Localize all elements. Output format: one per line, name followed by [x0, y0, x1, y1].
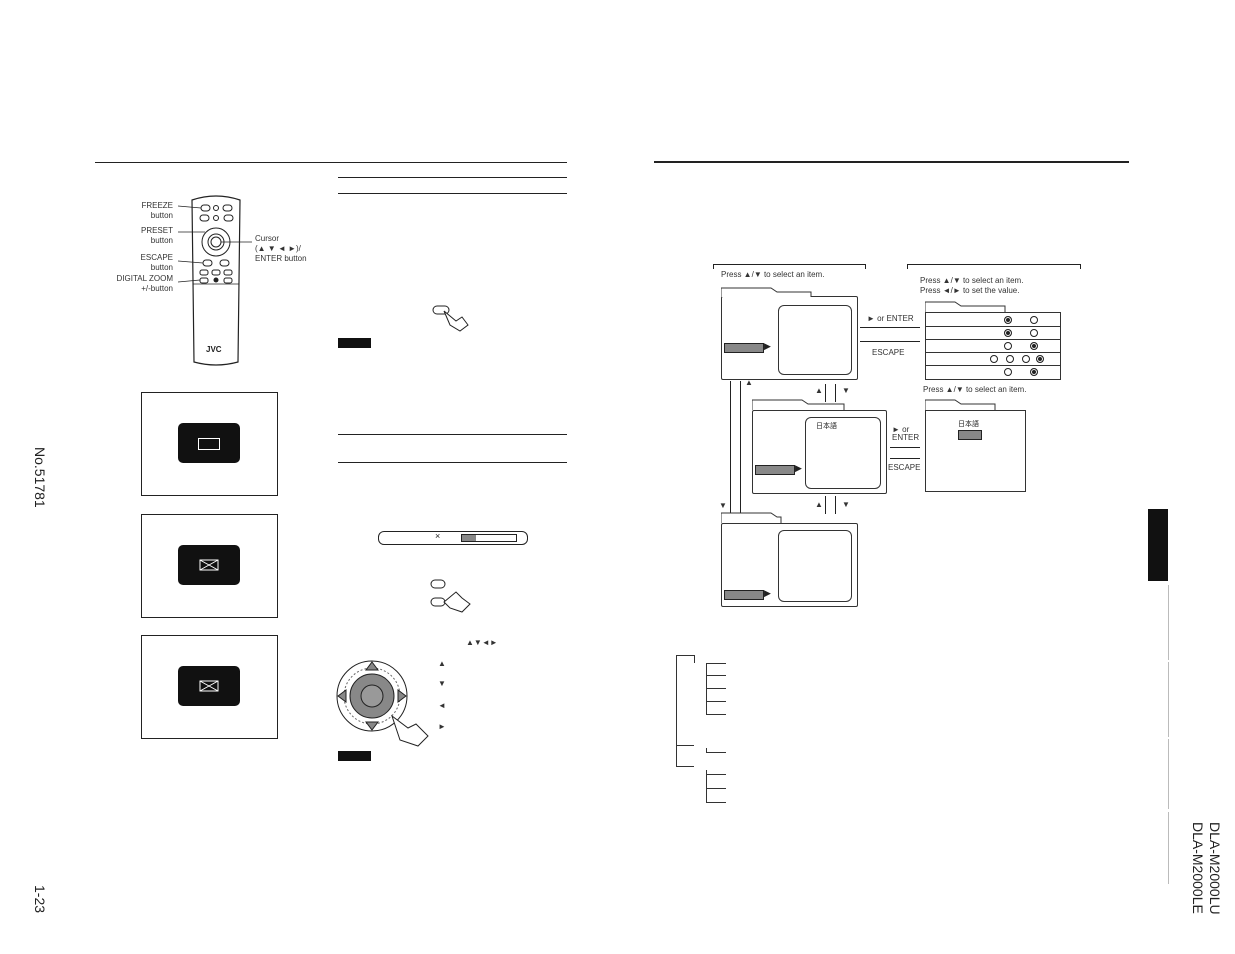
- left-instruction: Press ▲/▼ to select an item.: [721, 270, 825, 279]
- sub-menu-1-tab: [925, 301, 1006, 312]
- note-label-bar-1: [338, 338, 371, 348]
- zoom-level-fill: [462, 535, 476, 541]
- right-instruction-1: Press ▲/▼ to select an item.: [920, 276, 1024, 285]
- right-col-rule-2: [338, 193, 567, 194]
- enter-label-2a: ► or: [892, 425, 910, 434]
- on-screen-panel-2: [178, 545, 240, 585]
- doc-number: No.51781: [32, 447, 48, 508]
- menu-window-3: ▶: [721, 523, 858, 607]
- cursor-down-item: ▼: [438, 679, 446, 688]
- sub-menu-1: [925, 312, 1061, 380]
- tree-root-1: [676, 655, 694, 656]
- on-screen-panel-1: [178, 423, 240, 463]
- model-name-2: DLA-M2000LE: [1190, 822, 1206, 914]
- sub-menu-2: 日本語: [925, 410, 1026, 492]
- zoom-level-track: [461, 534, 517, 542]
- menu-window-1-tab: [721, 287, 812, 297]
- left-top-rule: [95, 162, 567, 163]
- nav-up-arrow-left: ▲: [745, 378, 753, 387]
- menu-1-selected-item: [724, 343, 764, 353]
- nav-up-arrow-1: ▲: [815, 386, 823, 395]
- enter-arrow-1: [860, 327, 920, 328]
- cursor-left-item: ◄: [438, 701, 446, 710]
- page-number: 1-23: [32, 885, 48, 914]
- menu-3-selected-item: [724, 590, 764, 600]
- right-col-rule-4: [338, 462, 567, 463]
- cursor-heading-arrows: ▲▼◄►: [466, 638, 498, 647]
- model-name-1: DLA-M2000LU: [1207, 822, 1223, 915]
- right-top-rule: [654, 161, 1129, 163]
- menu-2-selected-item: [755, 465, 795, 475]
- right-col-rule-1: [338, 177, 567, 178]
- screen-diagram-2: [141, 514, 278, 618]
- on-screen-panel-3: [178, 666, 240, 706]
- remote-control-illustration: [110, 192, 320, 372]
- note-label-bar-2: [338, 751, 371, 761]
- right-bracket: [907, 264, 1081, 269]
- enter-label-1: ► or ENTER: [867, 314, 914, 323]
- menu-window-2: 日本語 ▶: [752, 410, 887, 494]
- screen-diagram-1: [141, 392, 278, 496]
- hand-press-icon-1: [432, 303, 472, 338]
- tree-leaf-4: [706, 714, 726, 715]
- language-label-1: 日本語: [816, 423, 837, 430]
- zoom-level-bar: ×: [378, 531, 528, 545]
- escape-label-2: ESCAPE: [888, 463, 921, 472]
- cursor-label: Cursor(▲ ▼ ◄ ►)/ENTER button: [255, 234, 307, 263]
- tree-leaf-3: [706, 701, 726, 702]
- nav-up-arrow-2: ▲: [815, 500, 823, 509]
- right-instruction-3: Press ▲/▼ to select an item.: [923, 385, 1027, 394]
- remote-brand-logo: JVC: [206, 345, 222, 354]
- enter-label-2b: ENTER: [892, 433, 920, 442]
- cursor-right-item: ►: [438, 722, 446, 731]
- left-bracket: [713, 264, 866, 269]
- escape-arrow-2: [890, 458, 920, 459]
- cursor-up-item: ▲: [438, 659, 446, 668]
- tree-leaf-1: [706, 675, 726, 676]
- escape-label-1: ESCAPE: [872, 348, 905, 357]
- tree-root-3: [676, 766, 694, 767]
- nav-down-arrow-2: ▼: [842, 500, 850, 509]
- nav-down-arrow-left: ▼: [719, 501, 727, 510]
- language-option-selected: [958, 430, 982, 440]
- right-instruction-2: Press ◄/► to set the value.: [920, 286, 1020, 295]
- menu-window-3-tab: [721, 512, 782, 523]
- menu-window-2-tab: [752, 399, 845, 410]
- cycle-line-1: [730, 381, 731, 515]
- escape-arrow-1: [860, 341, 920, 342]
- right-col-rule-3: [338, 434, 567, 435]
- menu-window-1: ▶: [721, 296, 858, 380]
- nav-down-arrow-1: ▼: [842, 386, 850, 395]
- hand-press-icon-2: [430, 578, 478, 619]
- chapter-tab: [1148, 509, 1168, 581]
- cursor-pad-illustration: [336, 658, 434, 753]
- digital-zoom-label: DIGITAL ZOOM+/-button: [116, 274, 173, 293]
- sub-menu-2-tab: [925, 399, 996, 410]
- tree-root-2: [676, 745, 694, 746]
- language-label-2: 日本語: [958, 421, 979, 428]
- zoom-symbol: ×: [435, 531, 441, 541]
- enter-arrow-2: [890, 447, 920, 448]
- screen-diagram-3: [141, 635, 278, 739]
- cycle-line-2: [740, 381, 741, 515]
- tree-leaf-2: [706, 688, 726, 689]
